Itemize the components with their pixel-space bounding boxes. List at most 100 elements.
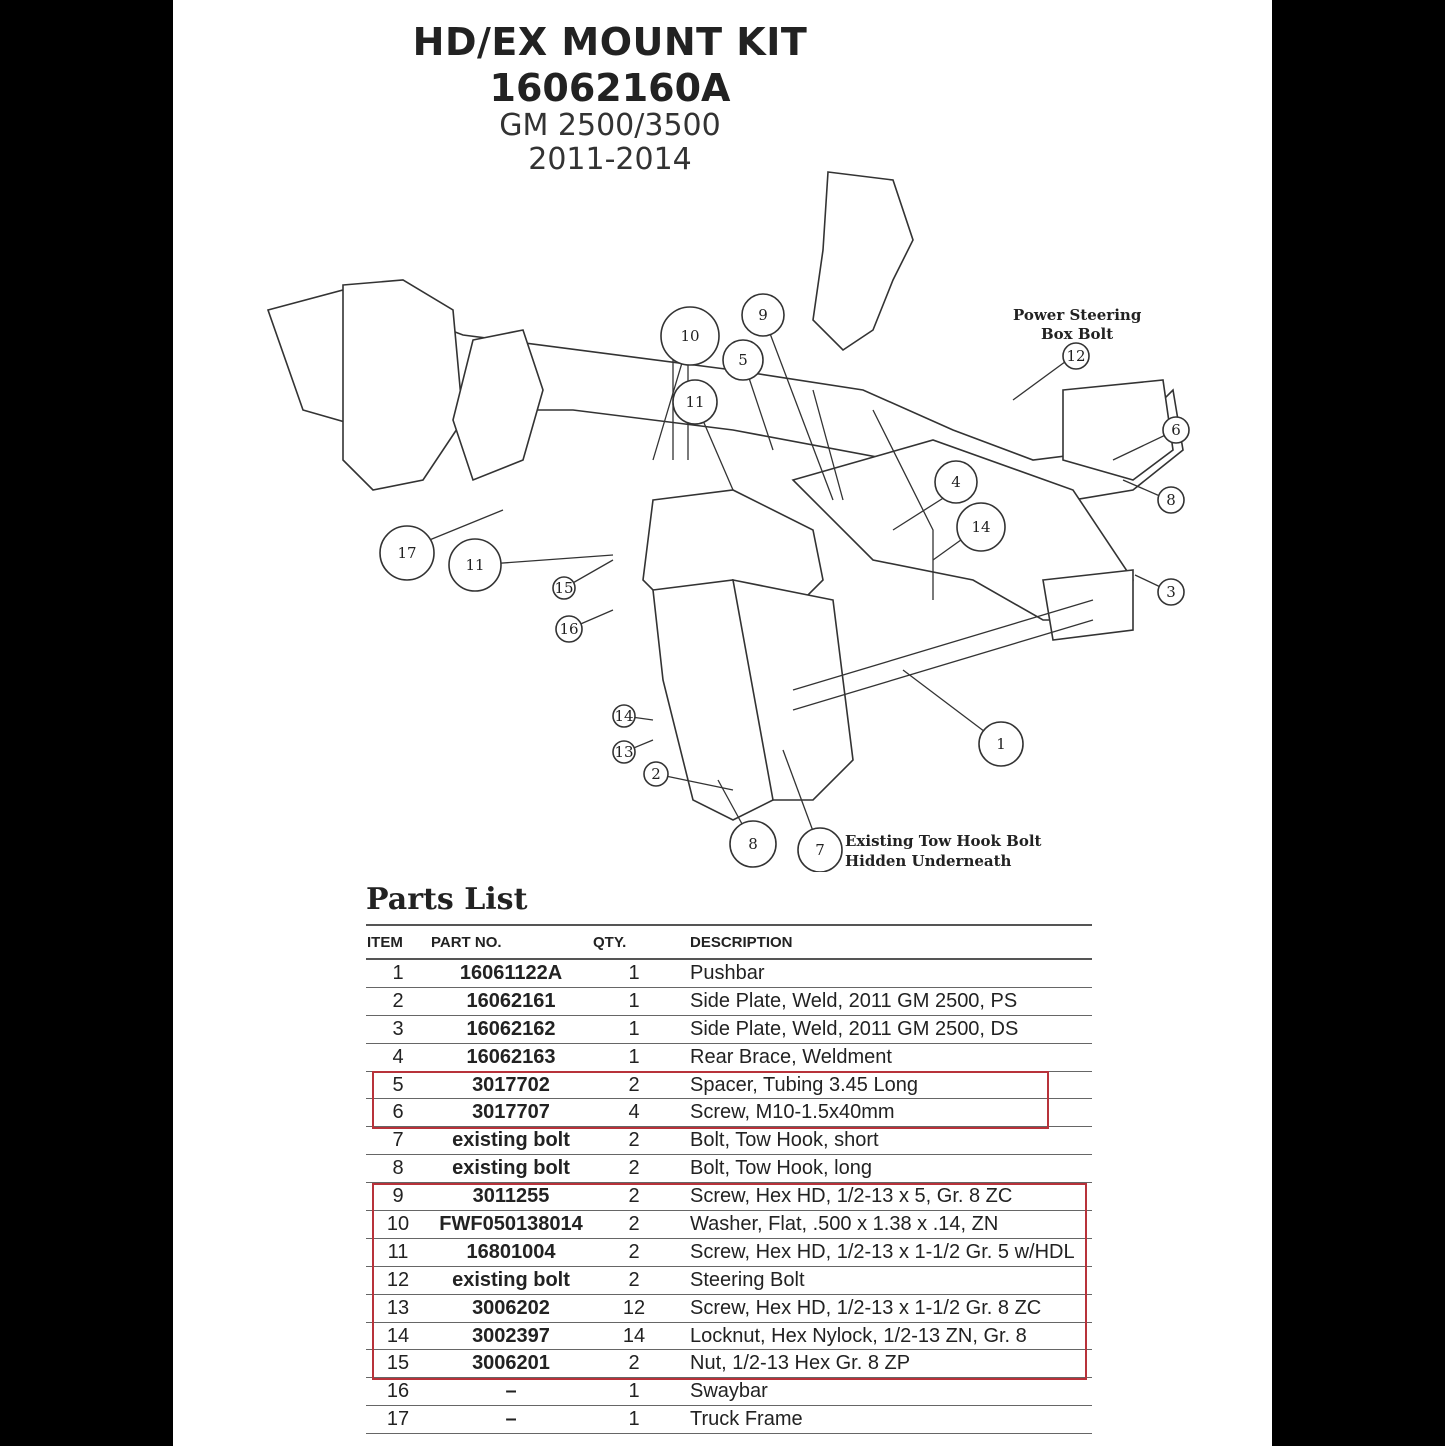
cell-description: Side Plate, Weld, 2011 GM 2500, PS <box>676 987 1092 1016</box>
callout-17: 17 <box>379 525 435 581</box>
cell-description: Screw, Hex HD, 1/2-13 x 1-1/2 Gr. 8 ZC <box>676 1294 1092 1323</box>
callout-3: 3 <box>1157 578 1185 606</box>
mount-kit-exploded-diagram: 1 2 3 4 5 6 7 8 8 9 10 11 11 12 13 14 14… <box>266 171 1190 872</box>
callout-7: 7 <box>797 827 843 872</box>
callout-11-upper-label: 11 <box>685 393 704 411</box>
callout-9: 9 <box>741 293 785 337</box>
callout-16: 16 <box>555 615 583 643</box>
cell-part-no: existing bolt <box>430 1154 592 1184</box>
callout-13: 13 <box>612 740 636 764</box>
vehicle-years: 2011-2014 <box>528 142 692 177</box>
cell-part-no: 3006202 <box>430 1294 592 1323</box>
cell-part-no: 3017702 <box>430 1071 592 1100</box>
cell-item: 8 <box>366 1154 430 1184</box>
callout-4: 4 <box>934 460 978 504</box>
cell-part-no: 16061122A <box>430 959 592 988</box>
cell-qty: 2 <box>592 1349 676 1379</box>
callout-8-lower: 8 <box>729 820 777 868</box>
cell-qty: 2 <box>592 1154 676 1184</box>
callout-4-label: 4 <box>951 473 961 491</box>
cell-qty: 1 <box>592 987 676 1016</box>
parts-table-header: ITEM PART NO. QTY. DESCRIPTION <box>366 924 1092 960</box>
cell-description: Rear Brace, Weldment <box>676 1043 1092 1072</box>
callout-14-lower: 14 <box>612 704 636 728</box>
cell-qty: 2 <box>592 1126 676 1156</box>
col-description: DESCRIPTION <box>676 924 1092 960</box>
cell-part-no: FWF050138014 <box>430 1210 592 1239</box>
cell-item: 17 <box>366 1405 430 1435</box>
cell-description: Pushbar <box>676 959 1092 988</box>
callout-6-label: 6 <box>1171 421 1181 439</box>
cell-description: Bolt, Tow Hook, long <box>676 1154 1092 1184</box>
cell-item: 1 <box>366 959 430 988</box>
cell-part-no: existing bolt <box>430 1266 592 1295</box>
cell-description: Swaybar <box>676 1377 1092 1407</box>
cell-item: 3 <box>366 1015 430 1044</box>
callout-5-label: 5 <box>738 351 748 369</box>
cell-description: Screw, Hex HD, 1/2-13 x 5, Gr. 8 ZC <box>676 1182 1092 1212</box>
callout-14-upper-label: 14 <box>971 518 990 536</box>
cell-item: 6 <box>366 1098 430 1128</box>
cell-item: 14 <box>366 1322 430 1351</box>
truck-frame-drawing <box>266 171 1184 821</box>
callout-10-label: 10 <box>680 327 699 345</box>
power-steering-note-line1: Power Steering <box>1013 306 1142 324</box>
cell-description: Steering Bolt <box>676 1266 1092 1295</box>
cell-description: Truck Frame <box>676 1405 1092 1435</box>
power-steering-note-line2: Box Bolt <box>1041 325 1113 343</box>
cell-qty: 2 <box>592 1071 676 1100</box>
callout-1-label: 1 <box>996 735 1006 753</box>
cell-qty: 12 <box>592 1294 676 1323</box>
cell-description: Nut, 1/2-13 Hex Gr. 8 ZP <box>676 1349 1092 1379</box>
cell-item: 2 <box>366 987 430 1016</box>
col-part-no: PART NO. <box>430 924 592 960</box>
tow-hook-note-line2: Hidden Underneath <box>845 852 1012 870</box>
callout-5: 5 <box>722 339 764 381</box>
cell-part-no: 16801004 <box>430 1238 592 1267</box>
callout-10: 10 <box>660 306 720 366</box>
col-item: ITEM <box>366 924 430 960</box>
callout-3-label: 3 <box>1166 583 1176 601</box>
cell-part-no: 3017707 <box>430 1098 592 1128</box>
cell-item: 11 <box>366 1238 430 1267</box>
callout-9-label: 9 <box>758 306 768 324</box>
cell-item: 4 <box>366 1043 430 1072</box>
cell-qty: 1 <box>592 1043 676 1072</box>
callout-13-label: 13 <box>614 743 633 761</box>
cell-qty: 2 <box>592 1182 676 1212</box>
callout-14-upper: 14 <box>956 502 1006 552</box>
callout-8-upper: 8 <box>1157 486 1185 514</box>
vehicle-model: GM 2500/3500 <box>499 108 721 143</box>
callout-7-label: 7 <box>815 841 825 859</box>
cell-part-no: 16062161 <box>430 987 592 1016</box>
callout-11-lower: 11 <box>448 538 502 592</box>
cell-description: Spacer, Tubing 3.45 Long <box>676 1071 1092 1100</box>
callout-11-lower-label: 11 <box>465 556 484 574</box>
cell-part-no: – <box>430 1377 592 1407</box>
cell-part-no: 16062163 <box>430 1043 592 1072</box>
cell-description: Washer, Flat, .500 x 1.38 x .14, ZN <box>676 1210 1092 1239</box>
parts-list-heading: Parts List <box>366 882 528 917</box>
cell-item: 9 <box>366 1182 430 1212</box>
callout-6: 6 <box>1162 416 1190 444</box>
cell-part-no: – <box>430 1405 592 1435</box>
instruction-sheet: HD/EX MOUNT KIT 16062160A GM 2500/3500 2… <box>173 0 1272 1446</box>
callout-1: 1 <box>978 721 1024 767</box>
cell-qty: 1 <box>592 1405 676 1435</box>
cell-item: 10 <box>366 1210 430 1239</box>
cell-item: 5 <box>366 1071 430 1100</box>
